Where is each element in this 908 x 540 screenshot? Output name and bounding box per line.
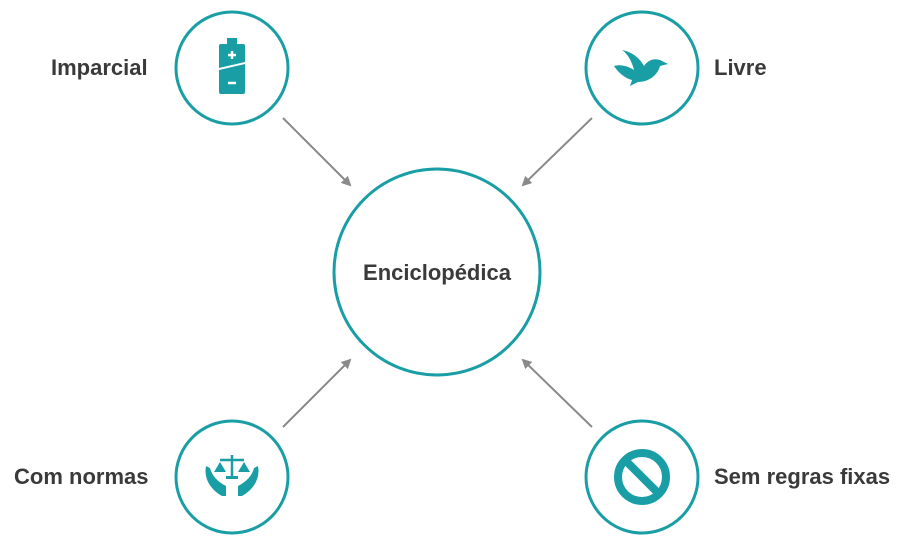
prohibited-icon [614,449,670,505]
arrow-com-normas-to-center [282,358,352,428]
arrow-sem-regras-to-center [521,358,593,428]
center-circle [332,167,542,377]
sem-regras-label: Sem regras fixas [714,464,891,489]
battery-icon [219,38,245,94]
com-normas-label: Com normas [14,464,149,489]
bird-icon [614,50,668,86]
hands-scale-icon [205,455,259,496]
livre-label: Livre [714,55,767,80]
arrow-imparcial-to-center [282,117,352,187]
imparcial-label: Imparcial [51,55,148,80]
arrow-livre-to-center [521,117,593,187]
center-label: Enciclopédica [363,260,512,285]
